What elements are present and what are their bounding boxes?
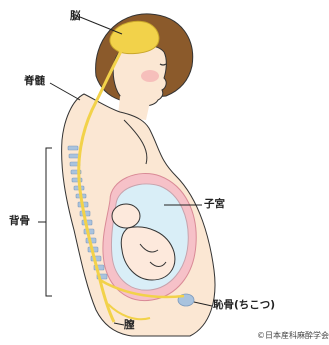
label-spinal-cord: 脊髄 [24,76,45,87]
label-vagina: 膣 [124,320,135,331]
cheek [141,70,159,82]
label-brain: 脳 [70,11,81,22]
spine-bracket [46,148,52,296]
label-uterus: 子宮 [204,199,225,210]
copyright-text: ©日本産科麻酔学会 [257,332,329,340]
label-spine: 背骨 [9,216,30,227]
label-pubic-bone: 恥骨(ちこつ) [213,300,275,311]
spinal-cord-leader-line [50,83,80,100]
